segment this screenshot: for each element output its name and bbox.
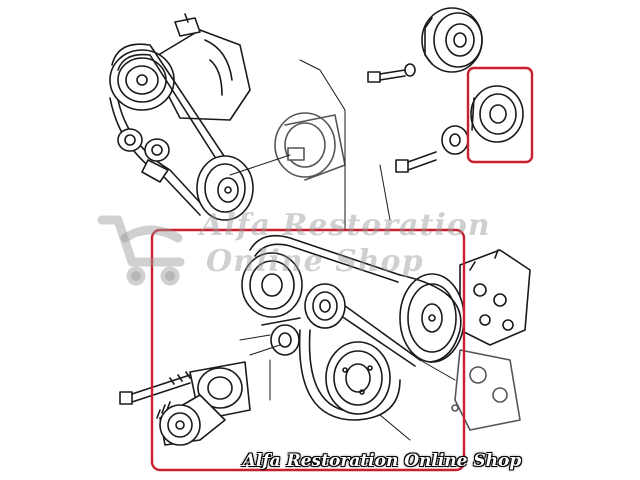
large-pulley-top-right bbox=[421, 7, 483, 73]
leader-lines-upper bbox=[229, 59, 391, 231]
ac-compressor-lower bbox=[451, 349, 521, 431]
tensioner-bolt bbox=[119, 371, 191, 405]
crank-pulley-lower bbox=[325, 341, 391, 415]
belt-tensioner bbox=[156, 361, 251, 446]
idler-pulley-highlight bbox=[466, 66, 534, 164]
power-steering-pump-lower bbox=[459, 249, 531, 346]
power-steering-pump-top bbox=[149, 13, 251, 121]
belt-tensioner-assembly-highlight bbox=[150, 228, 466, 472]
crank-pulley-upper bbox=[196, 155, 254, 221]
bolt-top bbox=[367, 63, 416, 83]
idler-pulley-lower bbox=[304, 283, 346, 329]
pump-pulley-lower bbox=[241, 252, 303, 318]
pump-pulley-top bbox=[109, 49, 175, 111]
large-pulley-lower bbox=[399, 273, 465, 363]
shop-banner: Alfa Restoration Online Shop bbox=[242, 451, 522, 471]
spacer-washer bbox=[441, 125, 469, 155]
bolt-idler bbox=[395, 151, 437, 173]
idler-pulley bbox=[470, 85, 524, 143]
shopping-cart-icon bbox=[97, 215, 185, 286]
tensioner-pulley-lower bbox=[261, 317, 301, 356]
alternator-upper bbox=[274, 112, 346, 181]
small-pulleys-left bbox=[117, 128, 170, 183]
leader-lines-lower bbox=[239, 334, 456, 441]
